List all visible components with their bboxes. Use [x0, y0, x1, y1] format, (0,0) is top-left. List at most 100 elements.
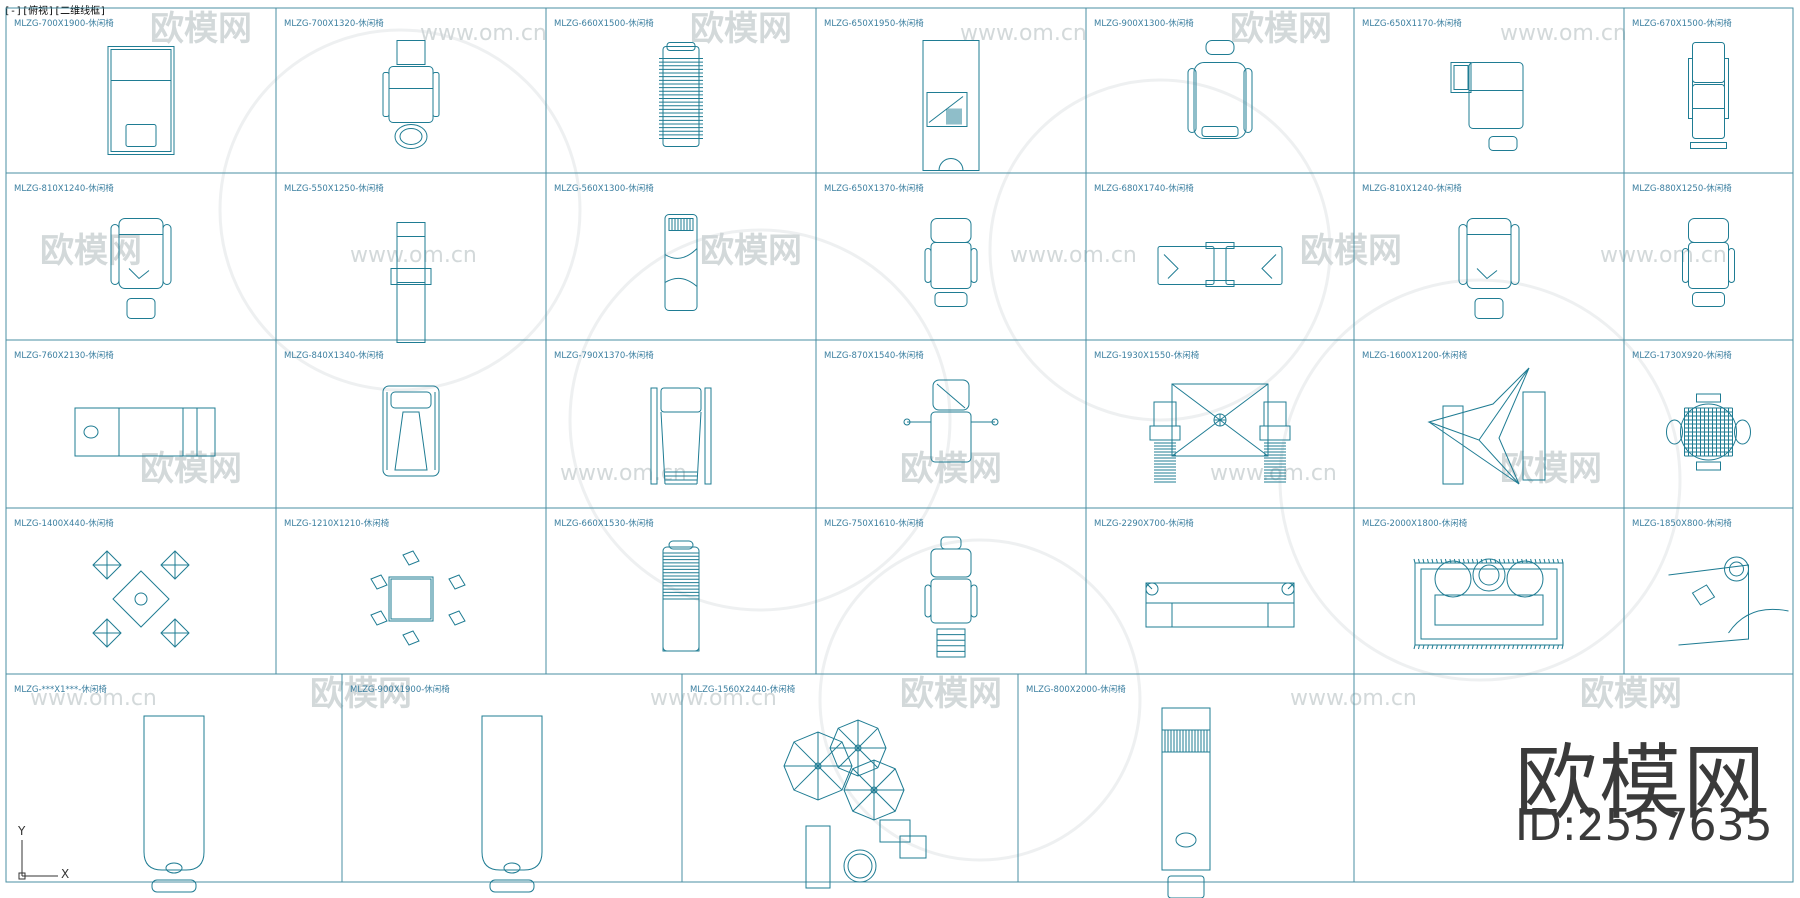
svg-text:欧模网: 欧模网 — [40, 231, 142, 271]
viewport-label[interactable]: [-][俯视][二维线框] — [4, 6, 107, 17]
cell-label: MLZG-660X1500-休闲椅 — [554, 18, 654, 29]
svg-text:欧模网: 欧模网 — [700, 231, 802, 271]
cell-label: MLZG-2000X1800-休闲椅 — [1362, 518, 1468, 529]
drawing-cell-1-2[interactable]: MLZG-700X1320-休闲椅 — [284, 18, 440, 149]
drawing-cell-4-4[interactable]: MLZG-750X1610-休闲椅 — [824, 518, 978, 658]
cell-frame — [5, 507, 277, 675]
drawing-cell-1-6[interactable]: MLZG-650X1170-休闲椅 — [1362, 18, 1524, 151]
svg-text:欧模网: 欧模网 — [310, 674, 412, 714]
drawing-cell-2-6[interactable]: MLZG-810X1240-休闲椅 — [1362, 183, 1520, 319]
watermark: www.om.cn — [560, 461, 687, 486]
corner-set-icon — [1668, 556, 1789, 646]
cell-label: MLZG-550X1250-休闲椅 — [284, 183, 384, 194]
slatted-lounger-icon — [659, 42, 703, 147]
cell-label: MLZG-1600X1200-休闲椅 — [1362, 350, 1468, 361]
table-grid-icon — [1666, 393, 1751, 471]
sun-bed-icon — [1161, 707, 1211, 898]
cell-label: MLZG-870X1540-休闲椅 — [824, 350, 924, 361]
armchair-tall-icon — [1682, 218, 1735, 307]
svg-text:欧模网: 欧模网 — [140, 449, 242, 489]
cell-label: MLZG-670X1500-休闲椅 — [1632, 18, 1732, 29]
cell-label: MLZG-1400X440-休闲椅 — [14, 518, 114, 529]
drawing-cell-1-7[interactable]: MLZG-670X1500-休闲椅 — [1632, 18, 1732, 149]
axis-y-label: Y — [17, 824, 26, 838]
svg-text:欧模网: 欧模网 — [900, 449, 1002, 489]
drawing-cell-3-7[interactable]: MLZG-1730X920-休闲椅 — [1632, 350, 1751, 471]
watermark: www.om.cn — [30, 686, 157, 711]
drawing-cell-1-4[interactable]: MLZG-650X1950-休闲椅 — [824, 18, 980, 171]
armchair-ottoman-icon — [1458, 218, 1520, 319]
drawing-cell-2-2[interactable]: MLZG-550X1250-休闲椅 — [284, 183, 432, 343]
drawing-cell-4-2[interactable]: MLZG-1210X1210-休闲椅 — [284, 518, 466, 646]
drawing-cell-4-6[interactable]: MLZG-2000X1800-休闲椅 — [1362, 518, 1564, 650]
cushion-lounger-icon — [664, 214, 698, 311]
watermark: www.om.cn — [650, 686, 777, 711]
drawing-cell-5-3[interactable]: MLZG-1560X2440-休闲椅 — [690, 684, 927, 889]
watermark: www.om.cn — [960, 21, 1087, 46]
cell-label: MLZG-900X1300-休闲椅 — [1094, 18, 1194, 29]
drawing-cell-2-1[interactable]: MLZG-810X1240-休闲椅 — [14, 183, 172, 319]
watermark-ring — [988, 78, 1332, 422]
brand-logo-text: 欧模网 — [1515, 736, 1768, 831]
recliner-icon — [1688, 42, 1729, 149]
daybed-icon — [74, 407, 216, 457]
axis-x-label: X — [61, 867, 69, 881]
svg-text:www.om.cn: www.om.cn — [1010, 243, 1137, 268]
cell-label: MLZG-810X1240-休闲椅 — [14, 183, 114, 194]
drawing-cell-5-4[interactable]: MLZG-800X2000-休闲椅 — [1026, 684, 1211, 898]
drawing-cell-1-1[interactable]: MLZG-700X1900-休闲椅 — [14, 18, 175, 155]
svg-text:www.om.cn: www.om.cn — [1290, 686, 1417, 711]
drawing-cell-4-1[interactable]: MLZG-1400X440-休闲椅 — [14, 518, 190, 648]
cell-label: MLZG-1210X1210-休闲椅 — [284, 518, 390, 529]
cell-label: MLZG-840X1340-休闲椅 — [284, 350, 384, 361]
drawing-cell-2-3[interactable]: MLZG-560X1300-休闲椅 — [554, 183, 698, 311]
ucs-axis-icon: X Y — [17, 824, 69, 881]
cell-frame — [545, 507, 817, 675]
drawing-cell-4-5[interactable]: MLZG-2290X700-休闲椅 — [1094, 518, 1295, 628]
frame-grid — [5, 7, 1794, 883]
svg-text:欧模网: 欧模网 — [1230, 9, 1332, 49]
drawing-cell-3-6[interactable]: MLZG-1600X1200-休闲椅 — [1362, 350, 1546, 485]
watermark: 欧模网 — [1230, 9, 1332, 49]
svg-text:www.om.cn: www.om.cn — [1600, 243, 1727, 268]
narrow-lounger-icon — [390, 222, 432, 343]
drawing-cell-4-7[interactable]: MLZG-1850X800-休闲椅 — [1632, 518, 1789, 646]
pod-lounger-icon — [481, 715, 543, 893]
drawing-cell-3-3[interactable]: MLZG-790X1370-休闲椅 — [554, 350, 712, 485]
cell-label: MLZG-810X1240-休闲椅 — [1362, 183, 1462, 194]
watermark-ring — [568, 228, 952, 612]
drawing-cell-3-2[interactable]: MLZG-840X1340-休闲椅 — [284, 350, 440, 477]
drawing-cell-5-1[interactable]: MLZG-***X1***-休闲椅 — [14, 684, 205, 893]
watermark: www.om.cn — [1500, 21, 1627, 46]
cell-label: MLZG-900X1900-休闲椅 — [350, 684, 450, 695]
umbrella-cluster-icon — [783, 719, 927, 889]
svg-text:www.om.cn: www.om.cn — [560, 461, 687, 486]
drawing-cell-5-2[interactable]: MLZG-900X1900-休闲椅 — [350, 684, 543, 893]
cell-label: MLZG-790X1370-休闲椅 — [554, 350, 654, 361]
svg-text:www.om.cn: www.om.cn — [960, 21, 1087, 46]
umbrella-pair-icon — [1149, 383, 1291, 483]
drawing-cell-3-4[interactable]: MLZG-870X1540-休闲椅 — [824, 350, 999, 463]
watermark: 欧模网 — [40, 231, 142, 271]
svg-text:欧模网: 欧模网 — [690, 9, 792, 49]
drawing-cell-3-1[interactable]: MLZG-760X2130-休闲椅 — [14, 350, 216, 457]
armchair-tall-icon — [924, 218, 978, 307]
watermark: www.om.cn — [1600, 243, 1727, 268]
watermark: 欧模网 — [1300, 231, 1402, 271]
drawing-cell-2-7[interactable]: MLZG-880X1250-休闲椅 — [1632, 183, 1735, 307]
drawing-cell-4-3[interactable]: MLZG-660X1530-休闲椅 — [554, 518, 700, 652]
watermark-layer: 欧模网 www.om.cn 欧模网 www.om.cn 欧模网 www.om.cn 欧模网 w… — [30, 9, 1727, 862]
watermark-ring — [1278, 278, 1682, 682]
watermark: 欧模网 — [700, 231, 802, 271]
cell-label: MLZG-***X1***-休闲椅 — [14, 684, 107, 695]
cell-label: MLZG-800X2000-休闲椅 — [1026, 684, 1126, 695]
drawing-cell-3-5[interactable]: MLZG-1930X1550-休闲椅 — [1094, 350, 1291, 483]
drawing-cell-2-4[interactable]: MLZG-650X1370-休闲椅 — [824, 183, 978, 307]
cell-label: MLZG-1730X920-休闲椅 — [1632, 350, 1732, 361]
drawing-cell-2-5[interactable]: MLZG-680X1740-休闲椅 — [1094, 183, 1283, 287]
drawing-cell-1-3[interactable]: MLZG-660X1500-休闲椅 — [554, 18, 703, 147]
watermark-ring — [218, 28, 582, 392]
drawing-cell-1-5[interactable]: MLZG-900X1300-休闲椅 — [1094, 18, 1253, 139]
svg-text:www.om.cn: www.om.cn — [420, 21, 547, 46]
